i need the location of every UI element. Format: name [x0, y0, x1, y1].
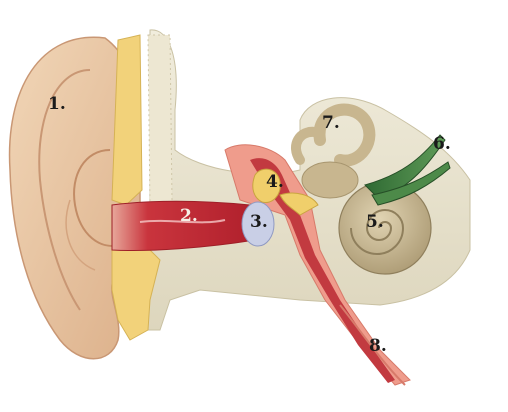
- cochlea: [338, 181, 432, 275]
- label-outer-ear: 1.: [48, 94, 66, 114]
- ear-canal: [111, 200, 256, 252]
- cartilage: [111, 34, 161, 341]
- label-eardrum: 3.: [250, 212, 268, 232]
- semicircular-canals: [291, 103, 376, 199]
- ossicles: [252, 168, 319, 216]
- label-ear-canal: 2.: [180, 206, 198, 226]
- middle-ear-tissue: [224, 144, 411, 386]
- eustachian-tube: [339, 304, 406, 386]
- label-eustachian-tube: 8.: [369, 336, 387, 356]
- label-ossicles: 4.: [266, 172, 284, 192]
- auditory-nerve: [364, 134, 451, 206]
- eardrum: [241, 201, 275, 247]
- label-semicircular-canals: 7.: [322, 113, 340, 133]
- label-auditory-nerve: 6.: [433, 134, 451, 154]
- label-cochlea: 5.: [366, 212, 384, 232]
